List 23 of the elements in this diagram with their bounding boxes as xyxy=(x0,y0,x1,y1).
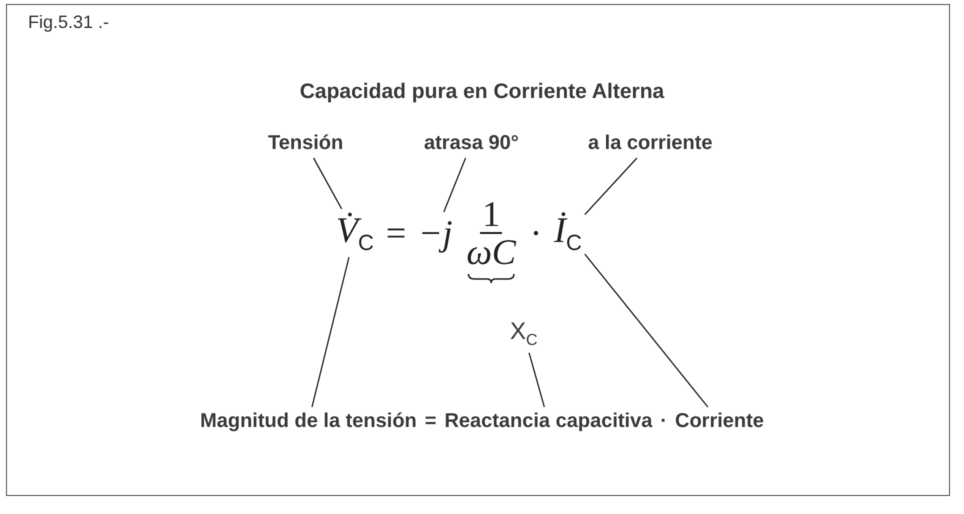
callout-text: atrasa 90° xyxy=(424,132,519,155)
multiplication-dot: · xyxy=(660,410,668,433)
leader-line xyxy=(584,158,638,216)
leader-line xyxy=(313,158,342,210)
callout-text: Tensión xyxy=(268,132,344,155)
callout-text: Reactancia capacitiva xyxy=(444,410,652,433)
equals-sign: = xyxy=(424,410,436,433)
leader-line xyxy=(584,254,708,408)
reactance-symbol: X$_{C}$ xyxy=(510,318,538,350)
callout-text: Magnitud de la tensión xyxy=(200,410,417,433)
voltage-phasor: V̇$_{C}$ xyxy=(336,212,374,254)
callout-text: Corriente xyxy=(675,410,764,433)
leader-line xyxy=(443,158,466,212)
equals-sign: = xyxy=(386,215,406,251)
imaginary-operator: −j xyxy=(418,215,452,251)
multiplication-dot: · xyxy=(530,215,542,251)
current-phasor: İ$_{C}$ xyxy=(554,212,582,254)
leader-line xyxy=(311,256,350,408)
diagram-title: Capacidad pura en Corriente Alterna xyxy=(298,80,666,104)
figure-caption: Fig.5.31 .- xyxy=(28,12,110,33)
leader-line xyxy=(528,352,545,408)
callout-text: a la corriente xyxy=(588,132,713,155)
fraction: 1 ωC xyxy=(464,196,518,270)
